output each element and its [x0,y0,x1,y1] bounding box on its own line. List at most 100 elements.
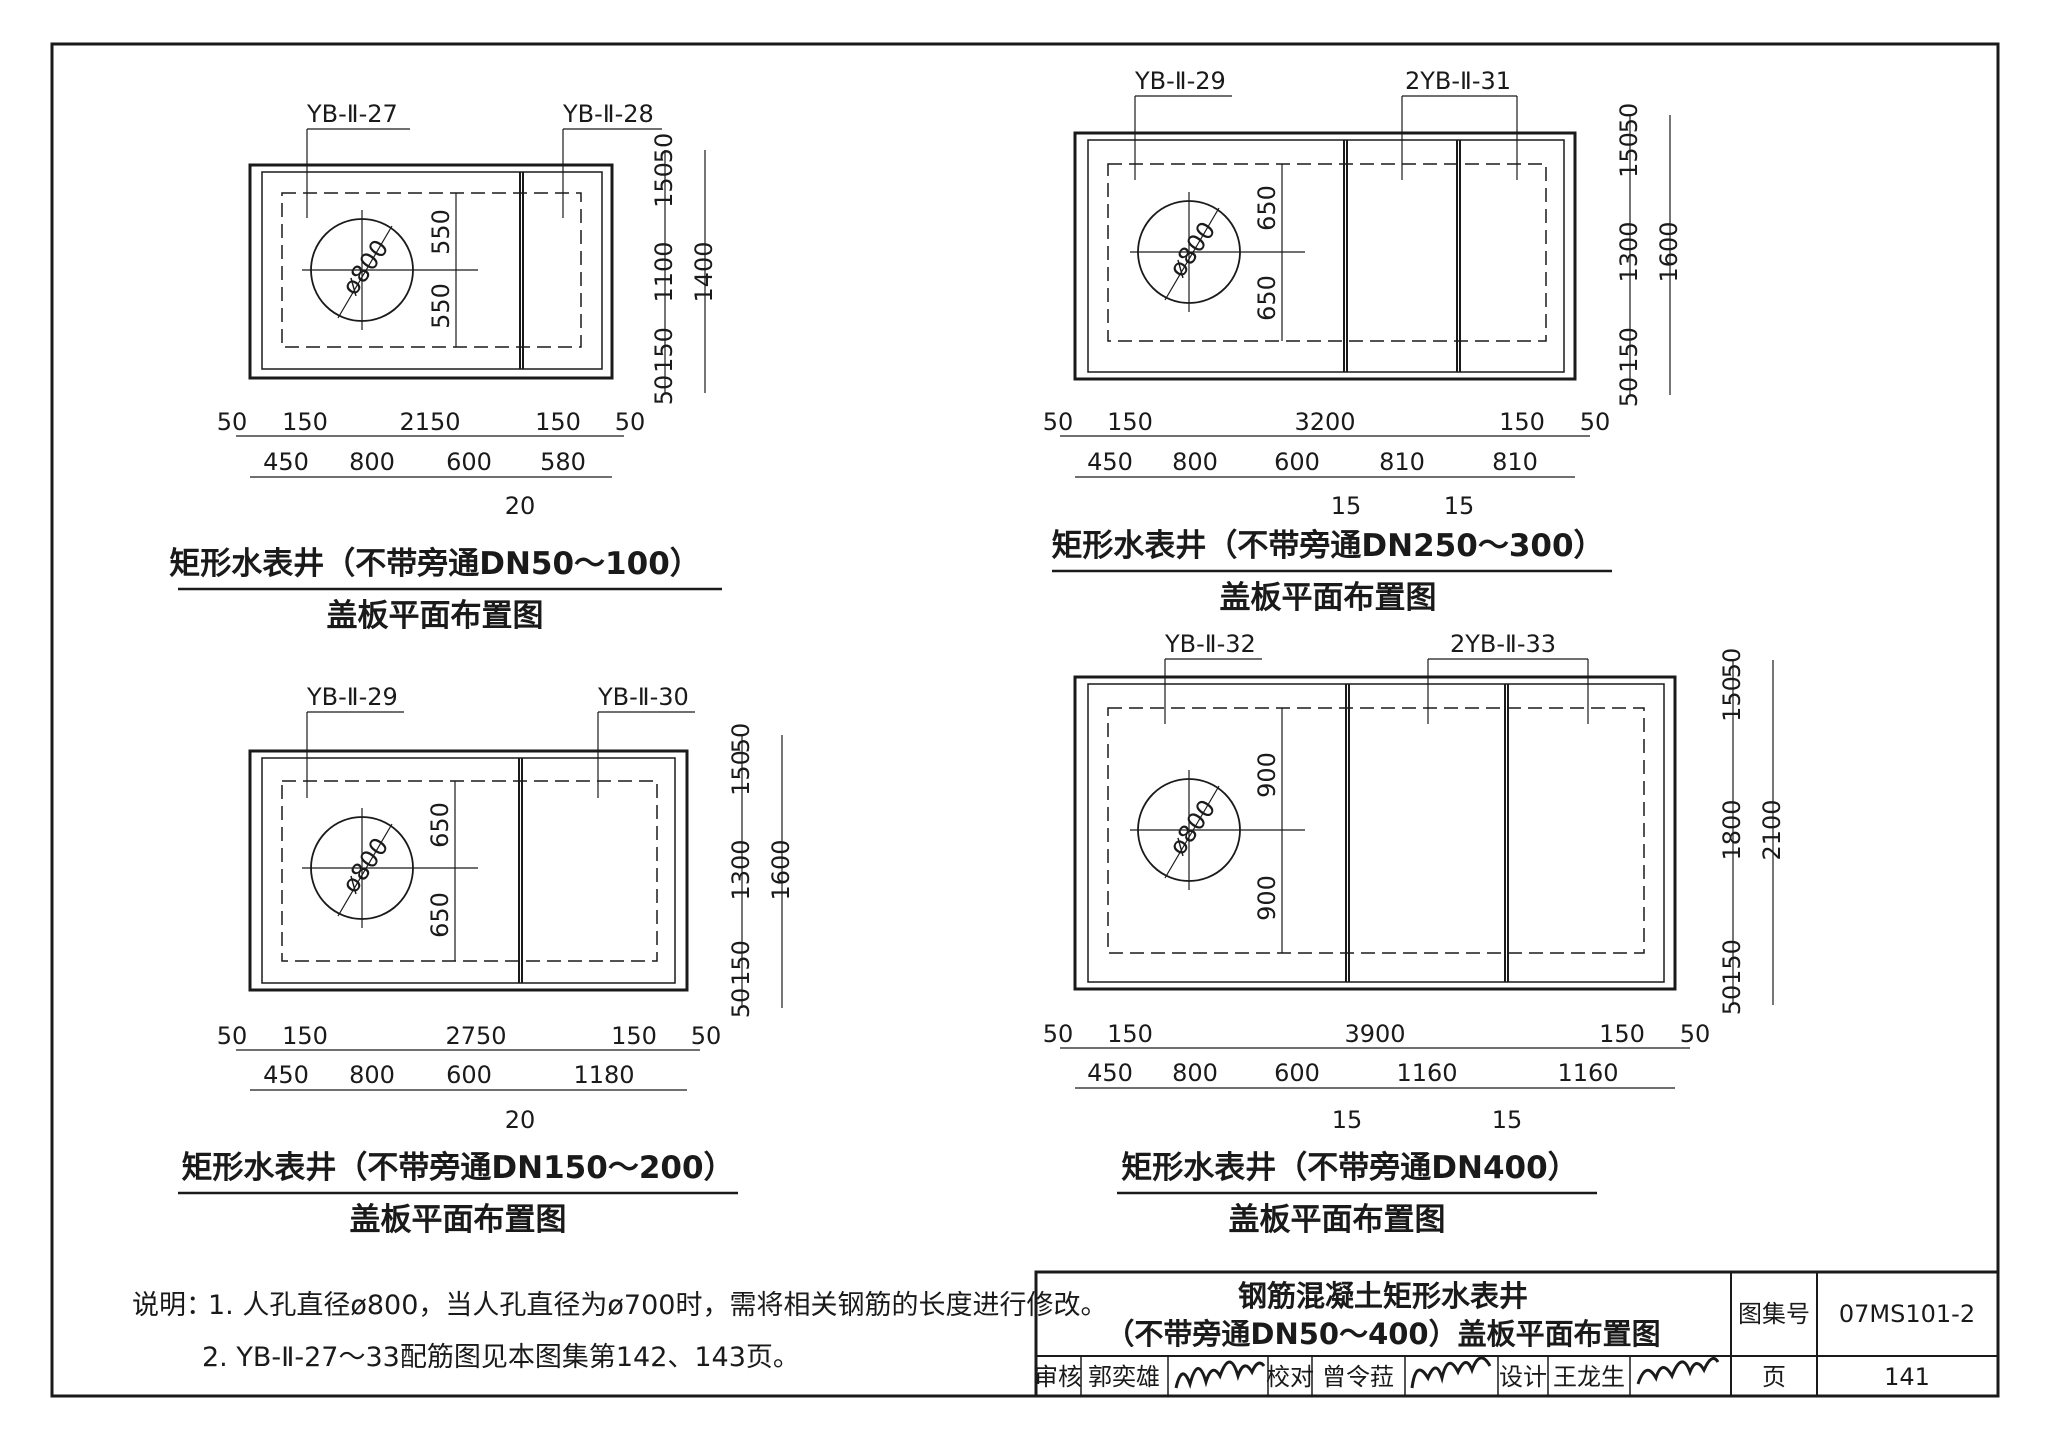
dim-top: 150 [1499,408,1545,436]
plan-dn150-200: ø800 650 650 YB-Ⅱ-29 YB-Ⅱ-30 50 150 1300… [178,683,795,1238]
title-block-frame [1034,1270,2000,1398]
inner-wall-line [1087,139,1565,373]
dim-top: 150 [535,408,581,436]
dim-top: 50 [217,1022,248,1050]
dim-v-right: 150 [727,940,755,986]
plan-dn250-300: ø800 650 650 YB-Ⅱ-29 2YB-Ⅱ-31 50 150 130… [1043,67,1683,616]
dim-below: 15 [1444,492,1475,520]
dim-bottom: 1180 [573,1061,634,1089]
dim-bottom: 800 [349,448,395,476]
dim-v-right: 150 [1615,327,1643,373]
dim-v-right: 50 [727,723,755,754]
circle-diameter-label: ø800 [1164,217,1222,283]
dim-bottom: 800 [1172,448,1218,476]
notes: 说明： 1. 人孔直径ø800，当人孔直径为ø700时，需将相关钢筋的长度进行修… [132,1290,1107,1373]
dim-below: 15 [1492,1106,1523,1134]
circle-diameter-label: ø800 [1164,795,1222,861]
inner-wall-line [261,171,603,370]
dim-top: 3900 [1344,1020,1405,1048]
panel-label: YB-Ⅱ-28 [562,100,654,128]
dim-v-inner: 650 [426,892,454,938]
dim-v-inner: 550 [427,283,455,329]
dim-top: 150 [282,408,328,436]
dim-top: 150 [282,1022,328,1050]
dim-top: 150 [611,1022,657,1050]
dim-v-inner: 900 [1253,752,1281,798]
tb-atlas-value: 07MS101-2 [1839,1300,1975,1328]
well-opening-dashed [281,192,582,348]
tb-page-label: 页 [1762,1363,1786,1391]
dim-v-right-total: 1600 [767,839,795,900]
dim-v-inner: 550 [427,209,455,255]
inner-wall-line [261,757,676,984]
panel-label: YB-Ⅱ-29 [306,683,398,711]
dim-v-right: 150 [1718,939,1746,985]
sheet-border [50,42,2000,1398]
dim-below: 20 [505,492,536,520]
dim-top: 50 [1043,408,1074,436]
dim-bottom: 450 [1087,1059,1133,1087]
panel-label: YB-Ⅱ-27 [306,100,398,128]
dim-v-right: 150 [650,162,678,208]
dim-below: 15 [1332,1106,1363,1134]
dim-top: 150 [1107,408,1153,436]
dim-bottom: 600 [1274,448,1320,476]
dim-v-right: 1300 [727,839,755,900]
plan-title: 矩形水表井（不带旁通DN250～300） [1051,528,1604,564]
plan-dn400: ø800 900 900 YB-Ⅱ-32 2YB-Ⅱ-33 50 150 180… [1043,630,1786,1238]
tb-design-name: 王龙生 [1553,1363,1625,1391]
dim-v-inner: 900 [1253,875,1281,921]
tb-review-label: 审核 [1034,1363,1082,1391]
reviewer-signature [1174,1360,1266,1389]
dim-top: 50 [691,1022,722,1050]
dim-v-right: 1100 [650,241,678,302]
dim-bottom: 580 [540,448,586,476]
dim-top: 50 [1680,1020,1711,1048]
designer-signature [1636,1356,1720,1385]
tb-design-label: 设计 [1499,1363,1547,1391]
dim-v-right: 50 [1718,648,1746,679]
panel-label: 2YB-Ⅱ-33 [1450,630,1556,658]
dim-v-right: 150 [727,750,755,796]
circle-diameter-label: ø800 [337,235,395,301]
tb-title-line-1: 钢筋混凝土矩形水表井 [1238,1279,1528,1313]
dim-top: 150 [1599,1020,1645,1048]
tb-check-label: 校对 [1266,1363,1314,1391]
slab-outline [248,163,614,380]
plan-title: 矩形水表井（不带旁通DN50～100） [169,546,701,582]
plan-subtitle: 盖板平面布置图 [1220,580,1437,616]
diameter-leader [337,225,393,319]
dim-below: 20 [505,1106,536,1134]
dim-bottom: 450 [263,448,309,476]
dim-v-right: 150 [1718,676,1746,722]
slab-outline [1073,131,1577,381]
dim-bottom: 600 [1274,1059,1320,1087]
dim-below: 15 [1331,492,1362,520]
dim-v-inner: 650 [1253,275,1281,321]
tb-title-line-2: （不带旁通DN50～400）盖板平面布置图 [1105,1317,1660,1351]
tb-page-value: 141 [1884,1363,1930,1391]
plan-title: 矩形水表井（不带旁通DN400） [1121,1150,1578,1186]
dim-bottom: 600 [446,1061,492,1089]
dim-top: 150 [1107,1020,1153,1048]
dim-bottom: 450 [263,1061,309,1089]
note-line-2: 2. YB-Ⅱ-27～33配筋图见本图集第142、143页。 [202,1342,800,1373]
plan-title: 矩形水表井（不带旁通DN150～200） [181,1150,734,1186]
dim-bottom: 800 [1172,1059,1218,1087]
dim-v-right: 150 [1615,132,1643,178]
panel-label: 2YB-Ⅱ-31 [1405,67,1511,95]
dim-v-right-total: 1600 [1655,221,1683,282]
slab-outline [1073,675,1677,991]
dim-v-inner: 650 [426,802,454,848]
dim-bottom: 600 [446,448,492,476]
dim-bottom: 1160 [1396,1059,1457,1087]
plan-dn50-100: ø800 550 550 YB-Ⅱ-27 YB-Ⅱ-28 50 150 1100… [169,100,722,634]
tb-atlas-label: 图集号 [1738,1300,1810,1328]
dim-v-right: 1300 [1615,221,1643,282]
dim-v-right-total: 1400 [690,241,718,302]
plan-subtitle: 盖板平面布置图 [327,598,544,634]
well-opening-dashed [1107,163,1547,342]
title-block: 钢筋混凝土矩形水表井 （不带旁通DN50～400）盖板平面布置图 图集号 07M… [1034,1270,2000,1398]
slab-outline [248,749,689,992]
